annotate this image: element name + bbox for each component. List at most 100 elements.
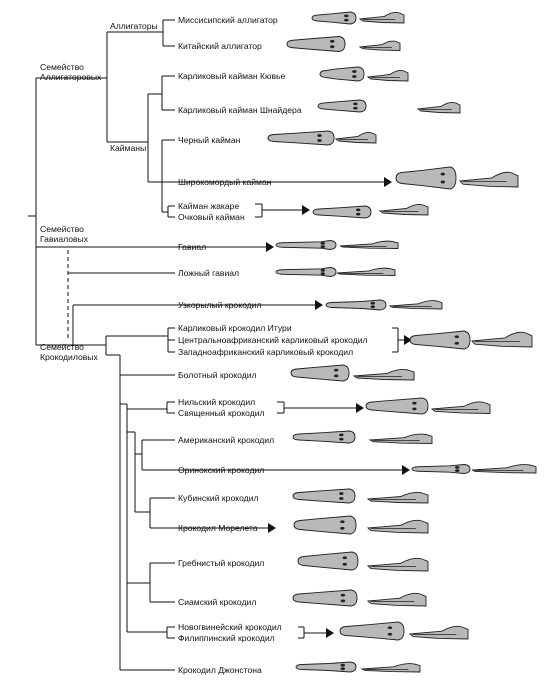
eye-socket [370, 305, 375, 309]
head-side-view [334, 132, 377, 144]
subgroup-label-alligators: Аллигаторы [110, 21, 158, 31]
arrow-icon [356, 403, 364, 413]
eye-socket [339, 497, 344, 500]
species-label-yacare-caiman: Кайман жакаре [178, 201, 239, 211]
eye-socket [330, 39, 335, 43]
eye-socket [340, 526, 345, 530]
eye-socket [352, 75, 357, 78]
skull-top-view [292, 589, 358, 607]
skull-illustrations [267, 11, 537, 673]
eye-socket [356, 212, 361, 216]
species-label-gharial: Гавиал [178, 242, 206, 252]
skull-top-view [275, 267, 337, 277]
skull-top-view [411, 464, 471, 474]
eye-socket [342, 556, 347, 560]
eye-socket [454, 341, 459, 345]
eye-socket [339, 433, 344, 437]
head-side-view [358, 40, 401, 51]
species-label-nile-crocodile: Нильский крокодил [178, 397, 255, 407]
eye-socket [330, 45, 335, 49]
species-label-slender-snouted-crocodile: Узкорылый крокодил [178, 300, 261, 310]
head-side-view [358, 12, 405, 24]
eye-socket [340, 667, 345, 671]
head-side-view [378, 204, 429, 216]
eye-socket [339, 492, 344, 495]
skull-top-view [311, 11, 357, 25]
head-side-view [339, 240, 399, 249]
skull-top-view [293, 515, 357, 535]
eye-socket [320, 241, 325, 245]
eye-socket [440, 172, 445, 176]
skull-top-view [275, 240, 337, 250]
species-label-schneider-dwarf-caiman: Карликовый кайман Шнайдера [178, 105, 302, 115]
eye-socket [339, 437, 344, 441]
eye-socket [334, 368, 339, 372]
arrow-icon [268, 523, 276, 533]
skull-top-view [312, 205, 372, 219]
species-label-saltwater-crocodile: Гребнистый крокодил [178, 558, 264, 568]
arrowheads [266, 177, 412, 638]
arrow-icon [326, 628, 334, 638]
species-label-central-african-dwarf-crocodile: Центральноафриканский карликовый крокоди… [178, 335, 368, 345]
species-label-new-guinea-crocodile: Новогвинейский крокодил [178, 622, 282, 632]
species-label-american-crocodile: Американский крокодил [178, 435, 274, 445]
skull-top-view [297, 551, 359, 571]
head-side-view [366, 592, 427, 607]
species-label-mugger-crocodile: Болотный крокодил [178, 370, 257, 380]
arrow-icon [266, 242, 274, 252]
arrow-icon [402, 465, 410, 475]
skull-top-view [339, 621, 405, 641]
eye-socket [317, 139, 322, 142]
arrow-icon [302, 205, 310, 215]
eye-socket [412, 407, 417, 411]
head-side-view [471, 331, 533, 348]
head-side-view [388, 300, 443, 310]
skull-top-view [317, 99, 367, 113]
tree-lines [28, 19, 404, 671]
species-label-cuban-crocodile: Кубинский крокодил [178, 493, 259, 503]
eye-socket [412, 401, 417, 405]
eye-socket [342, 562, 347, 566]
head-side-view [416, 102, 461, 114]
skull-top-view [292, 488, 356, 504]
species-label-johnston-crocodile: Крокодил Джонстона [178, 665, 262, 675]
species-label-sacred-crocodile: Священный крокодил [178, 408, 265, 418]
arrow-icon [384, 177, 392, 187]
species-label-philippine-crocodile: Филиппинский крокодил [178, 633, 275, 643]
arrow-icon [315, 300, 323, 310]
species-label-morelet-crocodile: Крокодил Морелета [178, 523, 258, 533]
skull-top-view [290, 364, 350, 382]
eye-socket [454, 335, 459, 339]
eye-socket [353, 106, 358, 110]
head-side-view [366, 519, 429, 534]
species-label-black-caiman: Черный кайман [178, 135, 241, 145]
skull-top-view [267, 130, 335, 146]
head-side-view [471, 464, 537, 474]
eye-socket [387, 632, 393, 636]
species-label-ituri-dwarf-crocodile: Карликовый крокодил Итури [178, 323, 292, 333]
species-label-spectacled-caiman: Очковый кайман [178, 212, 245, 222]
head-side-view [368, 433, 433, 444]
species-labels: Миссисипский аллигатор Китайский аллигат… [178, 15, 368, 675]
eye-socket [370, 301, 375, 305]
species-label-west-african-dwarf-crocodile: Западноафриканский карликовый крокодил [178, 347, 353, 357]
head-side-view [408, 625, 469, 640]
eye-socket [353, 102, 358, 106]
eye-socket [340, 663, 345, 667]
eye-socket [440, 180, 445, 184]
head-side-view [366, 70, 409, 82]
head-side-view [352, 369, 415, 381]
eye-socket [340, 599, 346, 603]
head-side-view [360, 663, 421, 673]
head-side-view [459, 171, 519, 188]
skull-top-view [325, 299, 387, 311]
head-side-view [366, 557, 429, 572]
species-label-siamese-crocodile: Сиамский крокодил [178, 597, 256, 607]
skull-top-view [319, 66, 365, 82]
skull-top-view [395, 166, 457, 190]
eye-socket [344, 14, 349, 18]
skull-top-view [295, 661, 357, 673]
